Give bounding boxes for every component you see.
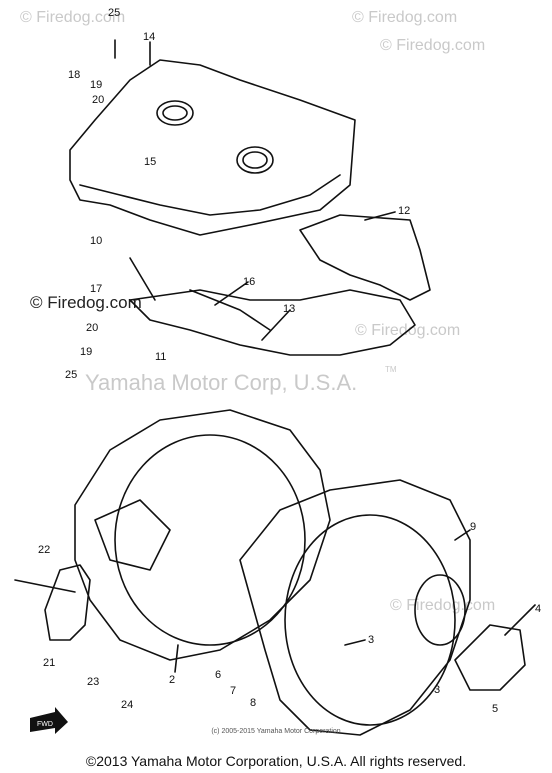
leader-17: [129, 257, 156, 301]
bracket-21: [44, 564, 91, 641]
callout-2: 2: [169, 674, 175, 686]
lower-cover-13: [129, 289, 416, 356]
callout-17: 17: [90, 283, 102, 295]
watermark-top-left: © Firedog.com: [20, 9, 125, 26]
small-copyright: (c) 2005-2015 Yamaha Motor Corporation: [211, 728, 341, 735]
watermark-mid-left: © Firedog.com: [30, 293, 142, 312]
callout-19-top: 19: [90, 79, 102, 91]
fwd-arrow: FWD: [30, 707, 68, 734]
top-shroud: [69, 59, 356, 236]
callout-4: 4: [535, 603, 541, 615]
cover-plate-4: [454, 624, 526, 691]
watermark-right: © Firedog.com: [380, 37, 485, 54]
leader-12: [364, 211, 396, 221]
leader-2: [174, 644, 179, 673]
callout-3b: 3: [434, 684, 440, 696]
watermark-lower-right: © Firedog.com: [390, 597, 495, 614]
bolt-22: [14, 579, 76, 593]
callout-7: 7: [230, 685, 236, 697]
callout-10: 10: [90, 235, 102, 247]
leader-13: [261, 309, 291, 341]
footer-copyright: ©2013 Yamaha Motor Corporation, U.S.A. A…: [85, 753, 467, 769]
fwd-label: FWD: [37, 721, 53, 728]
callout-25-top: 25: [108, 7, 120, 19]
callout-16: 16: [243, 276, 255, 288]
callout-5: 5: [492, 703, 498, 715]
rear-housing-port: [414, 574, 466, 646]
leader-4: [504, 604, 536, 636]
shroud-hole-1: [156, 100, 194, 126]
shroud-hole-2: [236, 146, 274, 174]
watermark-top-right: © Firedog.com: [352, 9, 457, 26]
callout-25-mid: 25: [65, 369, 77, 381]
side-shroud-12: [299, 214, 431, 301]
callout-21: 21: [43, 657, 55, 669]
callout-23: 23: [87, 676, 99, 688]
callout-18: 18: [68, 69, 80, 81]
callout-20-top: 20: [92, 94, 104, 106]
fan-housing-opening: [114, 434, 306, 646]
callout-13: 13: [283, 303, 295, 315]
fan-housing-boss: [94, 499, 171, 571]
leader-9: [454, 529, 471, 541]
leader-16: [214, 281, 249, 306]
callout-14: 14: [143, 31, 155, 43]
callout-3a: 3: [368, 634, 374, 646]
callout-19-mid: 19: [80, 346, 92, 358]
callout-6: 6: [215, 669, 221, 681]
shroud-hole-2-inner: [242, 151, 268, 169]
callout-24: 24: [121, 699, 133, 711]
callout-9: 9: [470, 521, 476, 533]
fan-housing-2: [74, 409, 331, 661]
shroud-lip: [79, 174, 341, 216]
callout-8: 8: [250, 697, 256, 709]
watermark-tm: TM: [385, 365, 397, 374]
leader-3a: [344, 639, 366, 646]
rear-housing-opening: [284, 514, 456, 726]
callout-22: 22: [38, 544, 50, 556]
callout-12: 12: [398, 205, 410, 217]
callout-20-mid: 20: [86, 322, 98, 334]
callout-15: 15: [144, 156, 156, 168]
callout-labels: 25 14 18 19 20 15 10 12 17 16 13 20 19 1…: [38, 7, 541, 715]
shroud-hole-1-inner: [162, 105, 188, 121]
bracket-16: [189, 289, 271, 331]
watermark-yamaha: Yamaha Motor Corp, U.S.A.: [85, 370, 357, 395]
callout-11: 11: [155, 351, 166, 363]
